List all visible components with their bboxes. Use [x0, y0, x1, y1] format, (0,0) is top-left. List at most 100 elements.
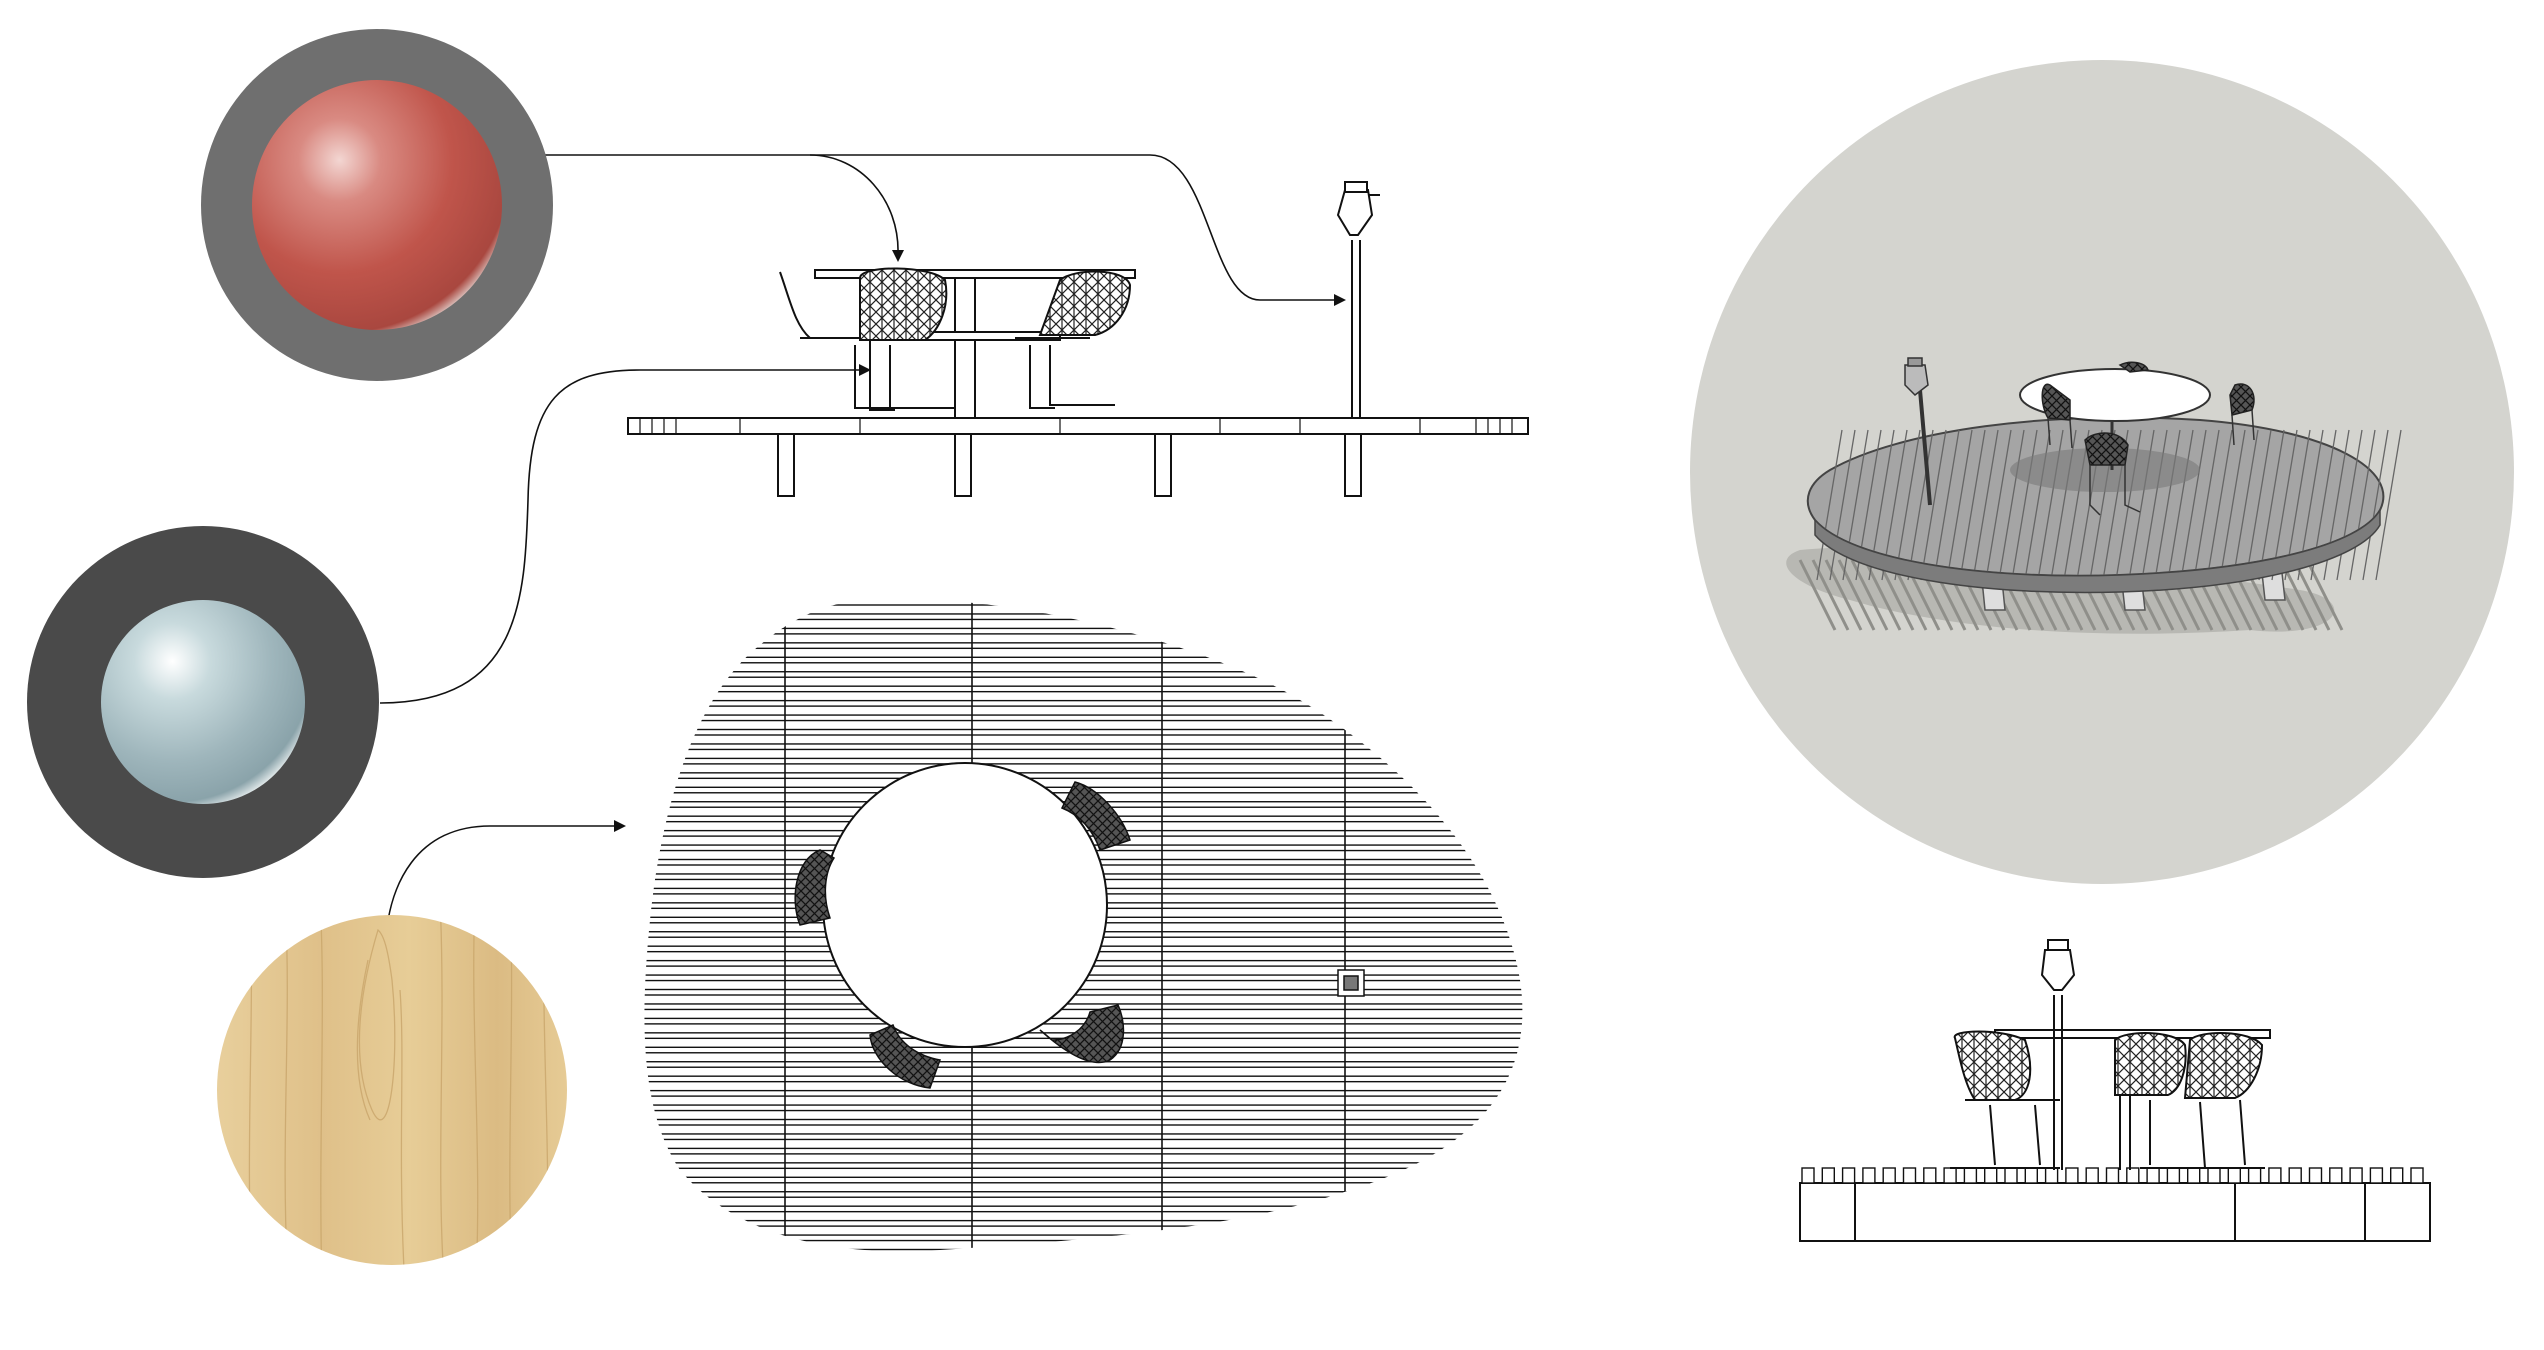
slat-end — [1801, 1167, 1815, 1184]
viewer-perspective — [1904, 357, 1932, 506]
chair-plan — [794, 849, 836, 926]
deck-slat-3d — [2245, 429, 2272, 581]
chairs-side — [1950, 1030, 2265, 1169]
slat-end — [2389, 1167, 2404, 1184]
deck-slat — [644, 1124, 1523, 1135]
material-swatch-wood — [217, 915, 567, 1265]
deck-slat-3d — [2375, 429, 2402, 581]
slat-end — [2369, 1167, 2384, 1184]
deck-slat — [644, 690, 1523, 702]
deck-slat-3d — [2193, 429, 2220, 581]
chair-elevation-center — [859, 267, 955, 411]
deck-slat-3d — [2258, 429, 2285, 581]
deck-slat — [644, 994, 1523, 1005]
slat-end — [2186, 1167, 2201, 1184]
chair-perspective — [2229, 383, 2255, 416]
material-swatch-chrome — [27, 526, 379, 878]
deck-slat-3d — [1816, 429, 1843, 581]
deck-slat-ends — [1801, 1167, 2424, 1184]
deck-slat — [644, 1210, 1523, 1222]
slat-end — [1923, 1167, 1937, 1184]
perspective — [1690, 60, 2514, 884]
chair-plan — [869, 1023, 942, 1089]
deck-slat-3d — [2167, 429, 2194, 581]
slat-end — [1983, 1167, 1998, 1184]
deck-slat-3d — [2271, 429, 2298, 581]
chair-plan — [1039, 1004, 1125, 1064]
deck-slat — [644, 719, 1523, 731]
slat-end — [1882, 1167, 1896, 1184]
deck-slat — [644, 676, 1523, 687]
slat-end — [2410, 1167, 2424, 1184]
deck-slat — [644, 1066, 1523, 1077]
arrowhead-frame — [859, 364, 871, 376]
viewer-elevation — [1336, 181, 1380, 418]
slat-end — [2085, 1167, 2099, 1184]
deck-legs — [777, 433, 1362, 497]
elevation-side — [1799, 939, 2431, 1242]
chairs-plan — [794, 781, 1131, 1089]
deck-slat-3d — [1946, 429, 1973, 581]
chair-side — [2183, 1032, 2264, 1099]
material-swatch-red — [201, 29, 553, 381]
connector-arrowheads — [614, 250, 1346, 832]
slat-end — [2166, 1167, 2181, 1184]
deck-slat — [644, 748, 1523, 760]
plan-top — [644, 600, 1523, 1252]
slat-end — [1821, 1167, 1836, 1184]
deck-slat-3d — [2362, 429, 2389, 581]
deck-slat — [644, 1182, 1523, 1193]
slat-end — [2227, 1167, 2242, 1184]
deck-slat-3d — [1829, 429, 1856, 581]
slat-end — [2004, 1167, 2018, 1184]
chair-plan — [1060, 781, 1131, 851]
deck-side — [1799, 1182, 2431, 1242]
arrowhead-viewer — [1334, 294, 1346, 306]
chair-side — [1953, 1030, 2032, 1101]
chair-mesh — [859, 267, 948, 341]
deck-slat — [644, 1153, 1523, 1164]
slat-end — [2247, 1167, 2262, 1184]
deck-slat — [644, 1167, 1523, 1178]
deck-slat — [644, 734, 1523, 745]
deck-slat-3d — [1959, 429, 1986, 581]
slat-end — [2105, 1167, 2120, 1184]
slat-end — [1943, 1167, 1957, 1184]
deck-slat-3d — [2219, 429, 2246, 581]
deck-slat-3d — [2206, 429, 2233, 581]
slat-end — [2065, 1167, 2079, 1184]
red-sphere — [252, 80, 502, 330]
slat-end — [2288, 1167, 2302, 1184]
chair-perspective — [2041, 383, 2071, 421]
elevation-front — [627, 181, 1529, 497]
chair-mesh — [1038, 270, 1132, 336]
chair-perspective — [2084, 432, 2129, 466]
deck-slat — [644, 705, 1523, 716]
deck-slat — [644, 647, 1523, 658]
deck-slat — [644, 763, 1523, 774]
deck-slat-3d — [1985, 429, 2012, 581]
slat-end — [2024, 1167, 2039, 1184]
connector-chrome-to-frame — [379, 369, 865, 704]
chair-perspective — [2118, 361, 2150, 373]
deck-slat — [644, 633, 1523, 644]
deck-slat-3d — [1894, 429, 1921, 581]
slat-end — [2146, 1167, 2160, 1184]
shadow-slat — [1798, 559, 1837, 631]
deck-slat — [644, 1138, 1523, 1150]
deck-slat — [644, 1109, 1523, 1121]
slat-end — [2349, 1167, 2363, 1184]
slat-end — [1902, 1167, 1917, 1184]
slat-end — [2268, 1167, 2282, 1184]
deck-edge — [1814, 507, 2381, 594]
deck-slat — [644, 777, 1523, 788]
deck-slat — [644, 1080, 1523, 1092]
viewer-plan — [1337, 969, 1365, 997]
connector-red-to-chair — [545, 154, 899, 256]
slat-end — [2329, 1167, 2343, 1184]
deck-slat — [644, 1095, 1523, 1106]
deck-slat — [644, 618, 1523, 630]
chairs-perspective — [2041, 361, 2255, 466]
slat-end — [2308, 1167, 2323, 1184]
